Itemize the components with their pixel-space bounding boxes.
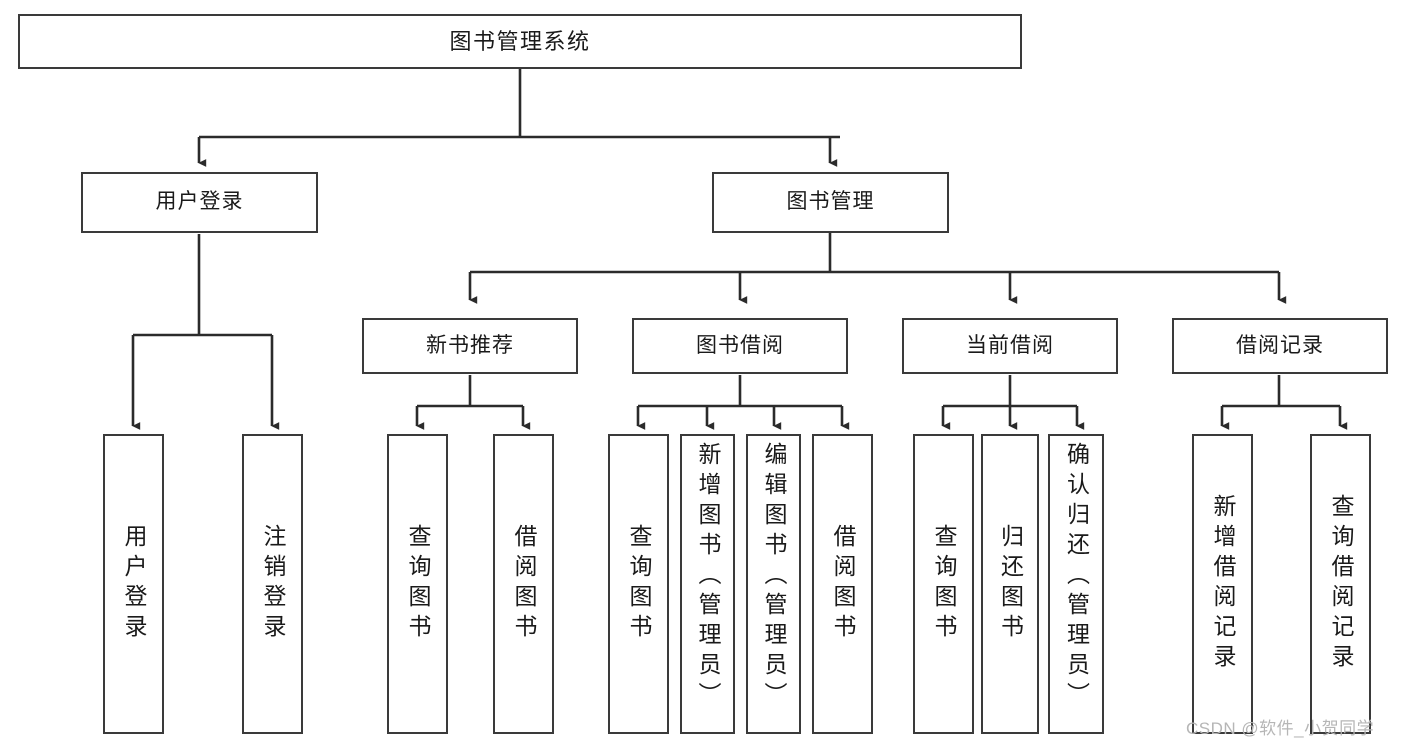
node-label: 查询借阅记录 <box>1328 494 1354 674</box>
node-label: 新增图书（管理员） <box>695 442 721 712</box>
node-label: 查询图书 <box>931 524 957 644</box>
node-label: 借阅图书 <box>830 524 856 644</box>
node-user-login[interactable]: 用户登录 <box>81 172 318 233</box>
node-leaf-user-login[interactable]: 用户登录 <box>103 434 164 734</box>
node-label: 借阅图书 <box>511 524 537 644</box>
node-label: 用户登录 <box>121 524 147 644</box>
node-label: 图书借阅 <box>696 333 784 357</box>
node-leaf-query-book-3[interactable]: 查询图书 <box>913 434 974 734</box>
node-current-borrow[interactable]: 当前借阅 <box>902 318 1118 374</box>
node-leaf-borrow-book-2[interactable]: 借阅图书 <box>812 434 873 734</box>
node-leaf-query-book-2[interactable]: 查询图书 <box>608 434 669 734</box>
node-root-book-management-system[interactable]: 图书管理系统 <box>18 14 1022 69</box>
node-leaf-return-book[interactable]: 归还图书 <box>981 434 1039 734</box>
node-label: 确认归还（管理员） <box>1063 442 1090 712</box>
node-book-management[interactable]: 图书管理 <box>712 172 949 233</box>
node-label: 用户登录 <box>155 190 244 214</box>
node-book-borrow[interactable]: 图书借阅 <box>632 318 848 374</box>
node-leaf-add-book[interactable]: 新增图书（管理员） <box>680 434 735 734</box>
node-label: 当前借阅 <box>966 333 1054 357</box>
node-label: 图书管理系统 <box>449 28 591 54</box>
csdn-watermark: CSDN @软件_小贺同学 <box>1186 719 1375 738</box>
node-label: 编辑图书（管理员） <box>761 442 787 712</box>
node-borrow-record[interactable]: 借阅记录 <box>1172 318 1388 374</box>
node-label: 图书管理 <box>786 190 875 214</box>
node-label: 查询图书 <box>405 524 431 644</box>
node-new-book-recommend[interactable]: 新书推荐 <box>362 318 578 374</box>
node-leaf-borrow-book-1[interactable]: 借阅图书 <box>493 434 554 734</box>
node-leaf-add-record[interactable]: 新增借阅记录 <box>1192 434 1253 734</box>
node-label: 新增借阅记录 <box>1210 494 1236 674</box>
node-label: 注销登录 <box>260 524 286 644</box>
node-label: 归还图书 <box>997 524 1024 644</box>
node-leaf-query-book-1[interactable]: 查询图书 <box>387 434 448 734</box>
node-leaf-edit-book[interactable]: 编辑图书（管理员） <box>746 434 801 734</box>
node-label: 借阅记录 <box>1236 333 1324 357</box>
node-label: 新书推荐 <box>426 333 514 357</box>
node-label: 查询图书 <box>626 524 652 644</box>
node-leaf-query-record[interactable]: 查询借阅记录 <box>1310 434 1371 734</box>
node-leaf-confirm-return[interactable]: 确认归还（管理员） <box>1048 434 1104 734</box>
node-leaf-logout-login[interactable]: 注销登录 <box>242 434 303 734</box>
